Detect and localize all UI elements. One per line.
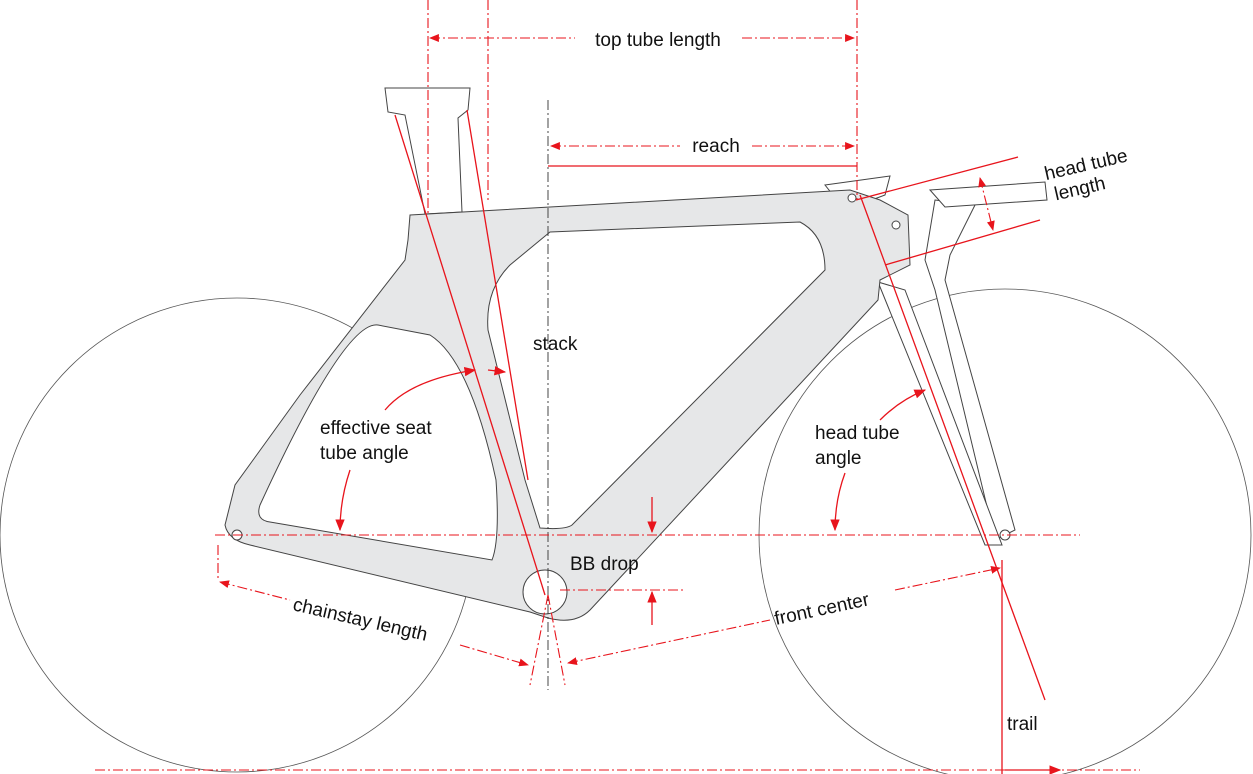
stem-bolt [891,220,901,230]
stem [928,181,1048,208]
headset-bolt [847,193,857,203]
head-angle-label-line1: head tube [815,423,900,444]
trail-label: trail [1007,714,1038,735]
seat-angle-label-line2: tube angle [320,443,409,464]
stack-label: stack [533,334,578,355]
bb-drop-label: BB drop [570,554,639,575]
head-angle-label-line2: angle [815,448,862,469]
fork [924,199,1016,541]
reach-label: reach [692,136,740,157]
rear-triangle-opening [258,324,498,561]
seat-tube-axis [394,114,546,596]
bottom-bracket [522,569,568,615]
head-tube-axis [859,194,1046,701]
main-triangle-opening [487,221,826,530]
chainstay-length-label: chainstay length [291,594,430,645]
effective-seat-axis [466,109,529,481]
top-tube-length-label: top tube length [595,30,721,51]
front-center-label: front center [773,589,872,630]
seat-angle-label-line1: effective seat [320,418,432,439]
